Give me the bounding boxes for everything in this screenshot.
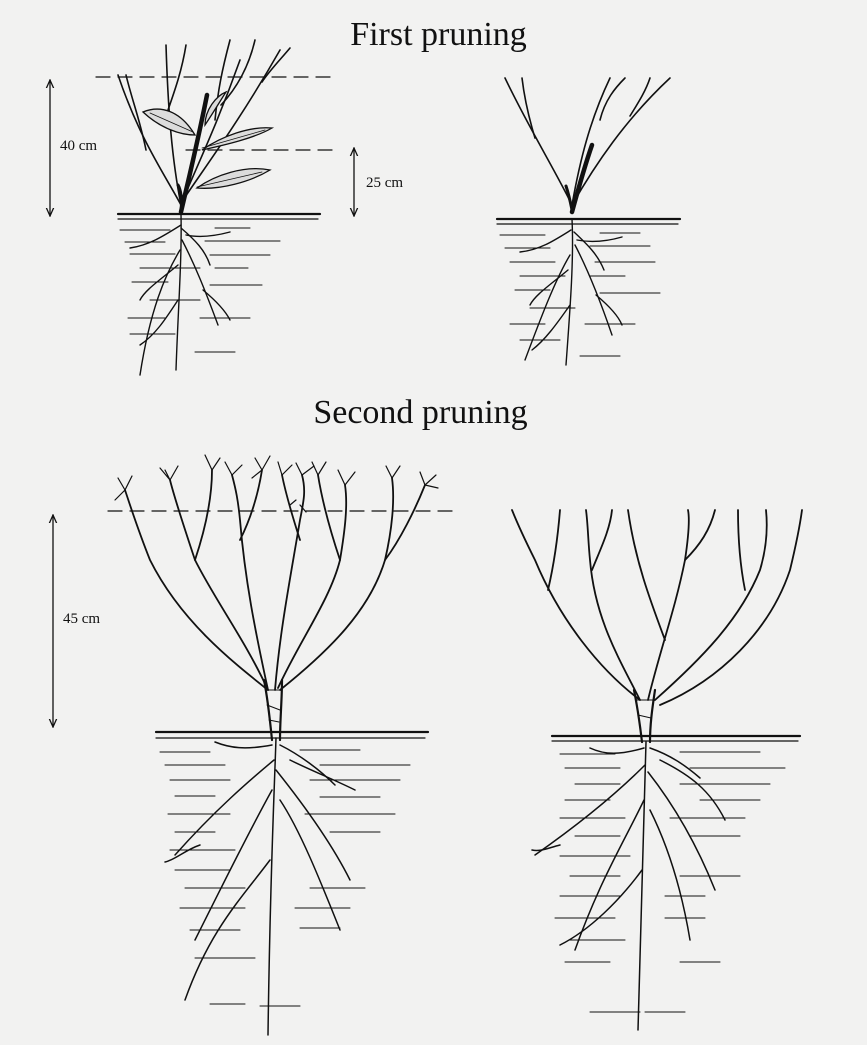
first-before-roots	[130, 214, 230, 375]
second-before-buds	[115, 455, 438, 512]
second-before-branches	[125, 470, 425, 690]
first-before-branches	[118, 40, 290, 205]
first-after-roots	[520, 219, 622, 365]
first-pruning-before-plant	[50, 40, 354, 375]
first-before-leaves	[143, 92, 272, 188]
second-pruning-after-plant	[512, 510, 802, 1030]
first-pruning-after-plant	[497, 78, 680, 365]
second-after-branches	[512, 510, 802, 705]
first-after-branches	[505, 78, 670, 205]
second-after-roots	[532, 742, 725, 1030]
second-before-roots	[165, 738, 355, 1035]
second-pruning-before-plant	[53, 455, 452, 1035]
second-after-soil-lines	[555, 752, 785, 1012]
